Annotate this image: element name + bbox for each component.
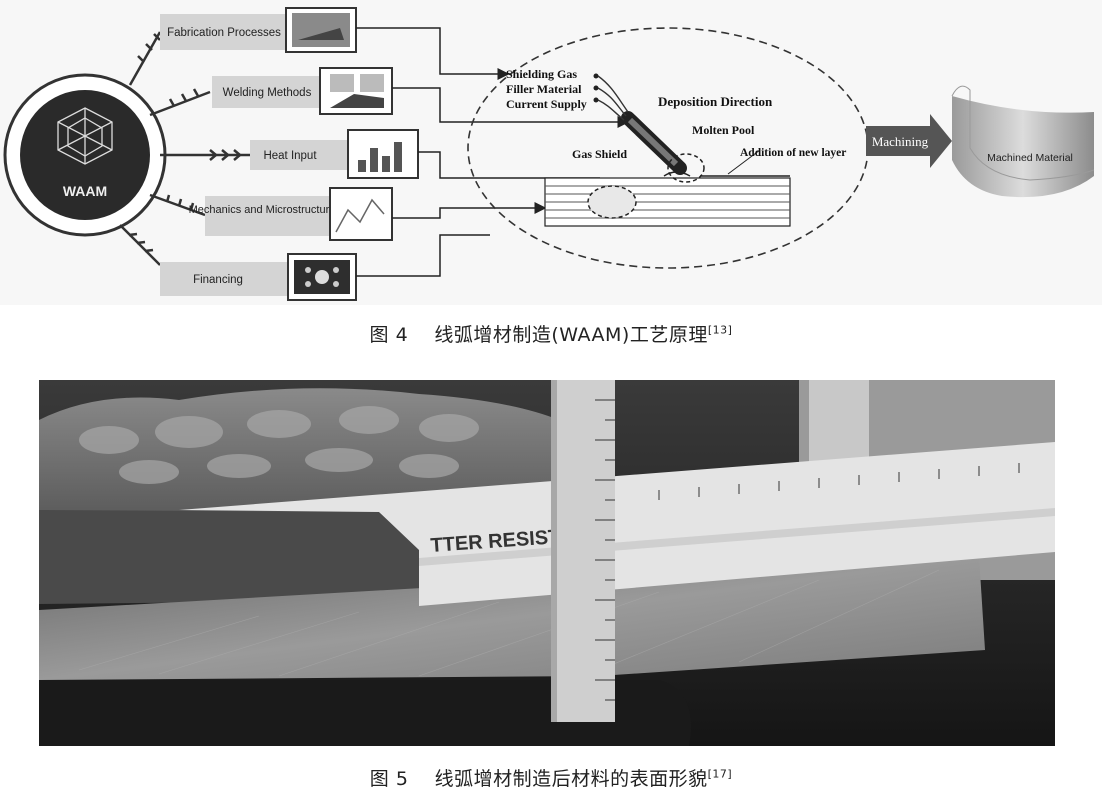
svg-text:Welding Methods: Welding Methods xyxy=(223,87,312,99)
branch-heat-input: Heat Input xyxy=(250,129,419,179)
input-shielding-gas: Shielding Gas xyxy=(506,67,577,81)
branch-welding: Welding Methods xyxy=(212,67,393,115)
machined-material-shape: Machined Material xyxy=(951,85,1095,198)
figure-5-caption: 图 5 线弧增材制造后材料的表面形貌[17] xyxy=(369,767,733,790)
branch-financing: Financing xyxy=(160,253,357,301)
figure-4-diagram: WAAM Fabrication Processes Welding Metho… xyxy=(0,0,1102,305)
figure-5-photo: TTER RESISTA xyxy=(39,380,1055,746)
vertical-ruler xyxy=(551,380,615,722)
input-filler-material: Filler Material xyxy=(506,82,582,96)
svg-text:Machined Material: Machined Material xyxy=(987,152,1073,164)
figure-4-caption: 图 4 线弧增材制造(WAAM)工艺原理[13] xyxy=(369,323,733,346)
welding-torch xyxy=(593,73,761,183)
branch-connectors xyxy=(119,31,250,266)
deposited-layers xyxy=(544,175,791,227)
svg-text:Mechanics and Microstructure: Mechanics and Microstructure xyxy=(189,204,336,216)
svg-text:Fabrication Processes: Fabrication Processes xyxy=(167,27,281,39)
waam-label: WAAM xyxy=(63,183,107,199)
svg-text:Machining: Machining xyxy=(872,134,929,149)
label-new-layer: Addition of new layer xyxy=(740,147,846,159)
machined-plate xyxy=(39,556,985,680)
waam-hub: WAAM xyxy=(3,73,167,237)
svg-text:Financing: Financing xyxy=(193,274,243,286)
branch-mechanics: Mechanics and Microstructure xyxy=(189,187,393,241)
label-gas-shield: Gas Shield xyxy=(572,147,627,161)
input-current-supply: Current Supply xyxy=(506,97,587,111)
label-molten-pool: Molten Pool xyxy=(692,123,755,137)
machining-arrow: Machining xyxy=(866,114,952,168)
polyhedron-icon xyxy=(57,107,113,165)
svg-text:Heat Input: Heat Input xyxy=(263,150,317,162)
label-deposition-direction: Deposition Direction xyxy=(658,94,773,109)
branch-fabrication: Fabrication Processes xyxy=(160,7,357,53)
